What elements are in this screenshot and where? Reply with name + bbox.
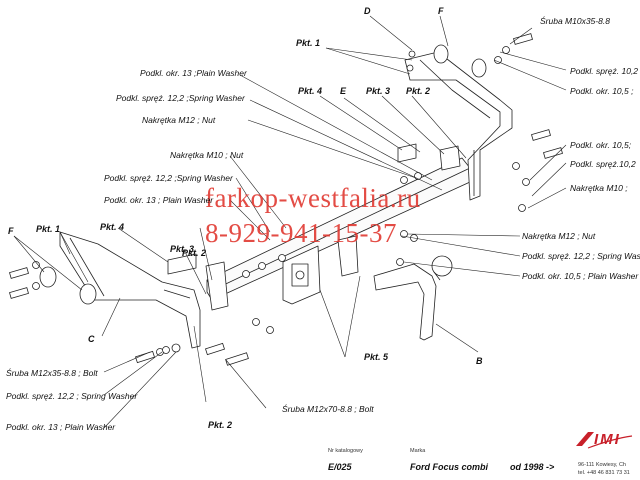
vehicle-model: Ford Focus combi [410,462,489,472]
label-nut-m10-right: Nakrętka M10 ; [570,183,628,193]
label-plain-washer-13-bottom: Podkl. okr. 13 ; Plain Washer [6,422,116,432]
watermark-website: farkop-westfalia.ru [205,183,421,213]
marker-pkt2-top: Pkt. 2 [406,86,431,96]
label-spring-washer-102-right: Podkl. spręż. 10,2 [570,66,639,76]
letter-e: E [340,86,347,96]
tow-ball-neck [373,263,437,341]
label-plain-washer-105-plain: Podkl. okr. 10,5 ; Plain Washer [522,271,639,281]
label-plain-washer-13-mid: Podkl. okr. 13 ; Plain Washer [104,195,214,205]
imi-logo-icon [576,432,633,449]
catalog-caption: Nr katalogowy [328,448,363,454]
letter-c: C [88,334,95,344]
company-phone: tel. +48 46 831 73 31 [578,470,630,476]
marker-pkt1-top: Pkt. 1 [296,38,321,48]
right-bracket [404,51,513,201]
marker-pkt2-bottom: Pkt. 2 [208,420,233,430]
label-spring-washer-122-bottom: Podkl. spręż. 12,2 ; Spring Washer [6,391,138,401]
marker-pkt3-top: Pkt. 3 [366,86,391,96]
label-spring-washer-122-mid: Podkl. spręż. 12,2 ;Spring Washer [104,173,233,183]
label-plain-washer-105-r2: Podkl. okr. 10,5; [570,140,632,150]
imi-logo-text: IMI [594,431,621,448]
label-bolt-m12x70: Śruba M12x70-8.8 ; Bolt [282,404,374,414]
marker-pkt3-left: Pkt. 3 [170,244,195,254]
label-plain-washer-105-right: Podkl. okr. 10,5 ; [570,86,634,96]
catalog-number: E/025 [328,462,352,472]
marker-pkt4-top: Pkt. 4 [298,86,323,96]
letter-f-top: F [438,6,444,16]
label-spring-washer-122-top: Podkl. spręż. 12,2 ;Spring Washer [116,93,245,103]
label-bolt-m12x35: Śruba M12x35-8.8 ; Bolt [6,368,98,378]
marker-pkt4-left: Pkt. 4 [100,222,125,232]
label-plain-washer-13-top: Podkl. okr. 13 ;Plain Washer [140,68,247,78]
marker-pkt1-left: Pkt. 1 [36,224,61,234]
brand-caption: Marka [410,448,426,454]
label-spring-washer-102-r2: Podkl. spręż.10,2 [570,159,636,169]
label-nut-m12-top: Nakrętka M12 ; Nut [142,115,216,125]
label-nut-m10-left: Nakrętka M10 ; Nut [170,150,244,160]
label-nut-m12-right: Nakrętka M12 ; Nut [522,231,596,241]
marker-pkt5: Pkt. 5 [364,352,389,362]
model-year: od 1998 -> [510,462,555,472]
label-bolt-m10x35: Śruba M10x35-8.8 [540,16,610,26]
watermark-phone: 8-929-941-15-37 [205,218,397,248]
letter-f-left: F [8,226,14,236]
label-spring-washer-122-right: Podkl. spręż. 12,2 ; Spring Wash [522,251,640,261]
letter-d: D [364,6,371,16]
letter-b: B [476,356,483,366]
company-address: 96-111 Kowiesy, Ch [578,462,626,468]
marker-pkt2-left: Pkt. 2 [182,248,207,258]
